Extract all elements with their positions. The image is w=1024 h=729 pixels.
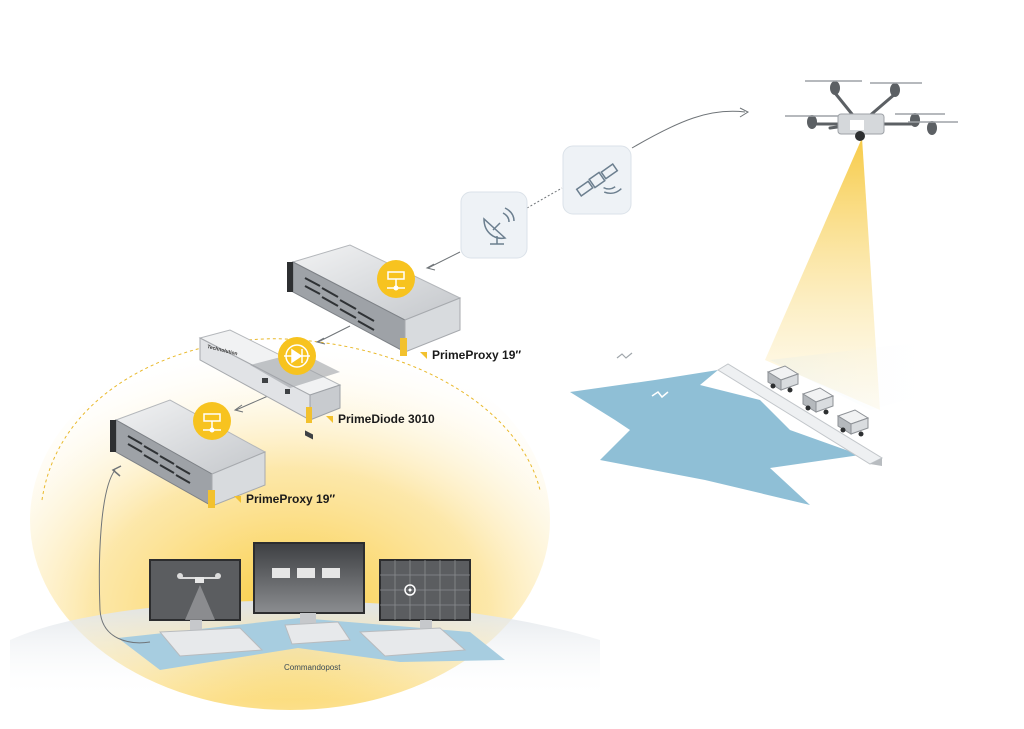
monitor-targeting-view <box>358 559 471 657</box>
water-area <box>570 370 860 505</box>
primeproxy-bottom-label: PrimeProxy 19″ <box>234 492 335 506</box>
command-post-monitors <box>149 542 471 657</box>
primeproxy-top-text: PrimeProxy 19″ <box>432 348 522 362</box>
label-marker-icon <box>420 351 427 359</box>
satellite-node <box>562 145 632 215</box>
command-post-caption: Commandopost <box>284 663 341 672</box>
monitor-drone-view <box>149 559 264 657</box>
bird-icon <box>651 390 669 399</box>
monitor-convoy-view <box>253 542 365 645</box>
terrain <box>570 340 945 505</box>
primeproxy-bottom-text: PrimeProxy 19″ <box>246 492 336 506</box>
drone <box>765 80 958 410</box>
primeproxy-top-device <box>287 244 462 440</box>
satellite-dish-icon <box>483 207 515 245</box>
label-marker-icon <box>234 495 241 503</box>
bird-icon <box>616 352 633 359</box>
data-flow-arrows <box>233 107 750 413</box>
primeproxy-top-label: PrimeProxy 19″ <box>420 348 521 362</box>
wired-link <box>98 469 151 644</box>
satellite-icon <box>575 163 622 197</box>
primediode-text: PrimeDiode 3010 <box>338 412 435 426</box>
convoy-trucks <box>766 365 870 437</box>
primeproxy-bottom-device <box>110 399 267 508</box>
primediode-device <box>198 329 342 423</box>
primediode-label: PrimeDiode 3010 <box>326 412 435 426</box>
ground-station-node <box>460 191 528 259</box>
label-marker-icon <box>326 415 333 423</box>
